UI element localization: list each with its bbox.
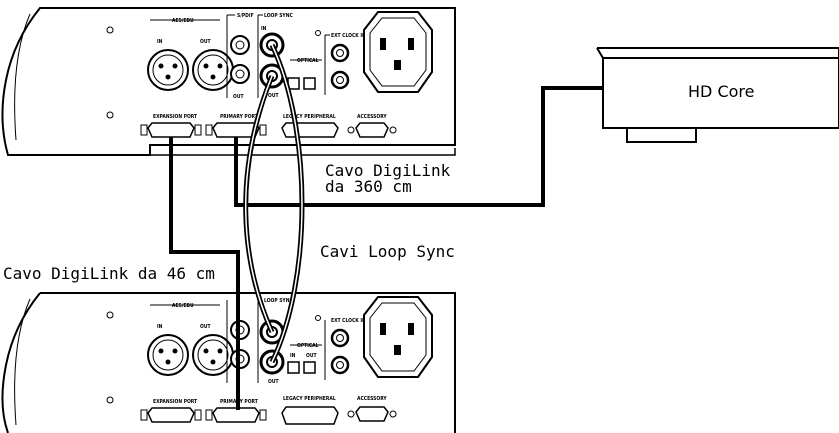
ext-clock-in-bnc-2[interactable] xyxy=(330,328,350,348)
loop-sync-label-2: LOOP SYNC xyxy=(264,298,293,304)
optical-in-label-2: IN xyxy=(290,353,296,359)
primary-port[interactable] xyxy=(212,122,260,138)
legacy-peripheral-label: LEGACY PERIPHERAL xyxy=(283,114,336,120)
optical-out-label-2: OUT xyxy=(306,353,317,359)
expansion-port-label-2: EXPANSION PORT xyxy=(153,399,198,405)
optical-label-2: OPTICAL xyxy=(297,343,319,349)
aes-out-label-2: OUT xyxy=(200,324,211,330)
spdif-label: S/PDIF xyxy=(237,13,254,19)
digilink-short-label: Cavo DigiLink da 46 cm xyxy=(3,264,215,283)
accessory-port[interactable] xyxy=(355,122,389,138)
ext-clock-label: EXT CLOCK IN/256x xyxy=(331,33,380,39)
optical-in-port-2[interactable] xyxy=(287,361,300,374)
aes-in-xlr-connector-2[interactable] xyxy=(147,334,189,376)
legacy-peripheral-port[interactable] xyxy=(281,122,339,138)
legacy-peripheral-port-2[interactable] xyxy=(281,406,339,425)
loop-sync-label: LOOP SYNC xyxy=(264,13,293,19)
loop-sync-section: LOOP SYNC IN OUT xyxy=(257,13,293,99)
loop-sync-in-label: IN xyxy=(261,26,267,32)
digilink-long-label-line1: Cavo DigiLink xyxy=(325,161,451,180)
spdif-in-rca[interactable] xyxy=(230,35,250,55)
loop-sync-cable-1-inner xyxy=(271,44,303,363)
digilink-long-label-line2: da 360 cm xyxy=(325,177,412,196)
aes-out-label: OUT xyxy=(200,39,211,45)
expansion-port-label: EXPANSION PORT xyxy=(153,114,198,120)
aes-label-2: AES/EBU xyxy=(172,303,194,309)
power-inlet[interactable] xyxy=(363,11,433,93)
aes-ebu-section: AES/EBU IN OUT xyxy=(147,18,234,91)
power-inlet-2[interactable] xyxy=(363,296,433,378)
primary-port-2[interactable] xyxy=(212,407,260,423)
accessory-port-2[interactable] xyxy=(355,406,389,422)
optical-section: OPTICAL xyxy=(287,58,322,90)
optical-out-port-2[interactable] xyxy=(303,361,316,374)
ext-clock-out-bnc[interactable] xyxy=(330,70,350,90)
spdif-out-label: OUT xyxy=(233,94,244,100)
loop-sync-out-label-2: OUT xyxy=(268,379,279,385)
optical-out-port[interactable] xyxy=(303,77,316,90)
loop-sync-out-label: OUT xyxy=(268,93,279,99)
ext-clock-in-bnc[interactable] xyxy=(330,43,350,63)
hd-core-unit: HD Core xyxy=(596,47,839,143)
bottom-interface-unit: AES/EBU IN OUT LOOP SYNC OUT OPTICAL IN … xyxy=(1,292,456,433)
aes-in-label-2: IN xyxy=(157,324,163,330)
hd-core-label: HD Core xyxy=(688,82,754,101)
loop-sync-cable-2-inner xyxy=(244,75,273,333)
loop-sync-cables-label: Cavi Loop Sync xyxy=(320,242,455,261)
expansion-port[interactable] xyxy=(147,122,195,138)
accessory-label: ACCESSORY xyxy=(357,114,387,120)
digilink-46cm-cable xyxy=(169,137,240,410)
ext-clock-out-bnc-2[interactable] xyxy=(330,355,350,375)
optical-label: OPTICAL xyxy=(297,58,319,64)
aes-label: AES/EBU xyxy=(172,18,194,24)
expansion-port-2[interactable] xyxy=(147,407,195,423)
top-interface-unit: AES/EBU IN OUT S/PDIF OUT LOOP SYNC xyxy=(1,7,456,156)
aes-in-xlr-connector[interactable] xyxy=(147,49,189,91)
legacy-peripheral-label-2: LEGACY PERIPHERAL xyxy=(283,396,336,402)
spdif-section: S/PDIF OUT xyxy=(226,13,254,100)
ext-clock-label-2: EXT CLOCK IN/256x xyxy=(331,318,380,324)
digilink-360cm-cable xyxy=(234,86,603,207)
ext-clock-section: EXT CLOCK IN/256x xyxy=(324,33,380,95)
aes-in-label: IN xyxy=(157,39,163,45)
spdif-out-rca[interactable] xyxy=(230,64,250,84)
accessory-label-2: ACCESSORY xyxy=(357,396,387,402)
primary-port-label: PRIMARY PORT xyxy=(220,114,259,120)
